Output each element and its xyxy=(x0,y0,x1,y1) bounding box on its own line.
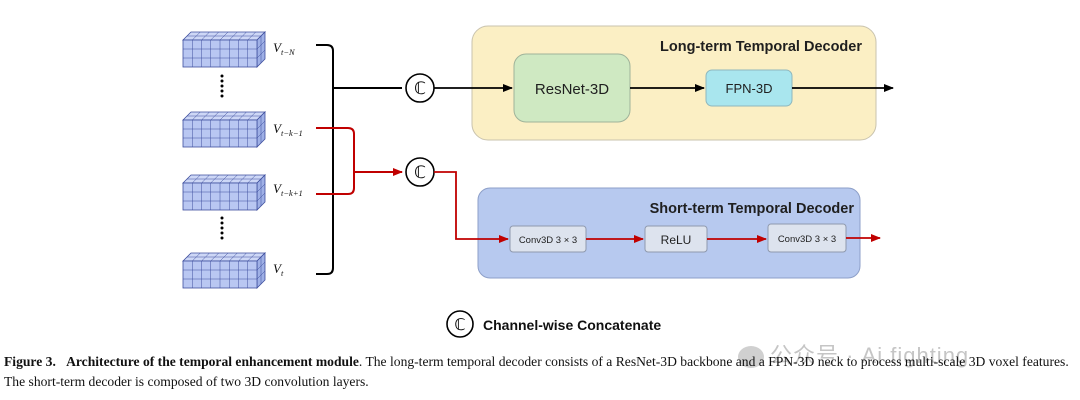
conv3d-block-1-label: Conv3D 3 × 3 xyxy=(519,235,577,246)
long-term-decoder-title: Long-term Temporal Decoder xyxy=(660,39,862,55)
voxel-grid-v-t-minus-k-plus-1 xyxy=(182,174,266,211)
watermark-text: 公众号 · Ai fighting xyxy=(770,343,970,368)
label-v-t-minus-n: Vt−N xyxy=(273,40,296,57)
relu-label: ReLU xyxy=(661,233,692,247)
temporal-enhancement-diagram: Long-term Temporal Decoder ResNet-3D FPN… xyxy=(182,25,894,338)
caption-title: Architecture of the temporal enhancement… xyxy=(66,354,359,369)
label-v-t-minus-k-plus-1: Vt−k+1 xyxy=(273,181,303,198)
ellipsis-dots-upper xyxy=(220,74,224,98)
resnet-3d-label: ResNet-3D xyxy=(535,81,609,98)
short-term-bracket xyxy=(316,127,355,195)
long-term-bracket xyxy=(316,44,334,275)
wechat-icon xyxy=(738,346,764,369)
voxel-grid-v-t-minus-n xyxy=(182,31,266,68)
long-term-concat-symbol: ℂ xyxy=(414,79,426,98)
short-term-decoder-title: Short-term Temporal Decoder xyxy=(650,201,855,217)
fpn-3d-label: FPN-3D xyxy=(726,81,773,96)
figure-caption: Figure 3. Architecture of the temporal e… xyxy=(4,352,1076,392)
caption-figure-label: Figure 3. xyxy=(4,354,56,369)
voxel-grid-v-t xyxy=(182,252,266,289)
legend-concat-symbol: ℂ xyxy=(454,317,465,334)
legend-label: Channel-wise Concatenate xyxy=(483,317,661,333)
watermark: 公众号 · Ai fighting xyxy=(738,338,969,370)
legend-concat-icon xyxy=(446,310,474,338)
arrow-to-conv3d-1 xyxy=(434,171,509,243)
label-v-t-minus-k-minus-1: Vt−k−1 xyxy=(273,121,303,138)
label-v-t: Vt xyxy=(273,261,284,278)
voxel-grid-v-t-minus-k-minus-1 xyxy=(182,111,266,148)
conv3d-block-2-label: Conv3D 3 × 3 xyxy=(778,234,836,245)
caption-text: . The long-term temporal decoder consist… xyxy=(4,354,1069,389)
ellipsis-dots-lower xyxy=(220,216,224,240)
short-term-concat-symbol: ℂ xyxy=(414,163,426,182)
